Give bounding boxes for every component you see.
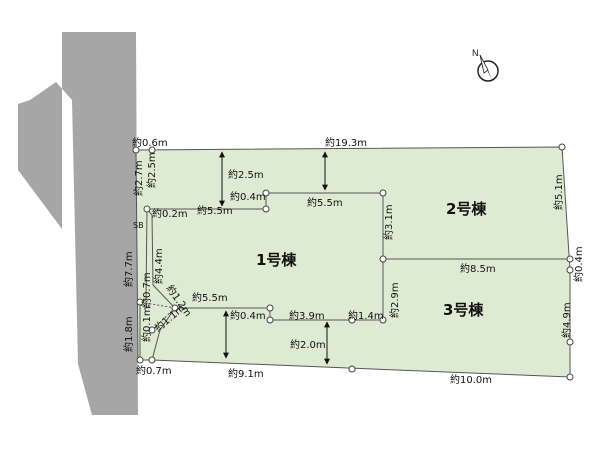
survey-point <box>148 326 156 334</box>
survey-point <box>262 189 270 197</box>
dim-bottom-0-7: 約0.7m <box>136 364 172 377</box>
survey-point <box>136 356 144 364</box>
dim-notch-0-4-bottom: 約0.4m <box>230 309 266 322</box>
dim-corner-0-7: 約0.7m <box>140 272 153 308</box>
survey-point <box>148 146 156 154</box>
dim-bottom-9-1: 約9.1m <box>228 367 264 380</box>
dim-top-5-5-right: 約5.5m <box>307 196 343 209</box>
survey-point <box>566 373 574 381</box>
survey-point <box>348 365 356 373</box>
dim-right-4-9: 約4.9m <box>560 302 573 338</box>
dim-top-0-2: 約0.2m <box>152 207 188 220</box>
building-1-label: 1号棟 <box>256 251 297 269</box>
dim-bottom-3-9: 約3.9m <box>289 309 325 322</box>
dim-left-1-8: 約1.8m <box>122 316 135 352</box>
dim-left-0-1: 約0.1m <box>140 306 153 342</box>
dim-bottom-5-5: 約5.5m <box>192 291 228 304</box>
survey-point <box>566 338 574 346</box>
survey-point <box>379 189 387 197</box>
dim-left-4-4: 約4.4m <box>152 248 165 284</box>
sb-label: SB <box>133 221 144 230</box>
building-3-label: 3号棟 <box>443 301 484 319</box>
survey-point <box>148 356 156 364</box>
survey-point <box>132 146 140 154</box>
compass-icon: N <box>472 48 499 82</box>
dim-bottom-1-4: 約1.4m <box>348 309 384 322</box>
dim-left-2-7: 約2.7m <box>132 160 145 196</box>
dim-left-2-5: 約2.5m <box>145 152 158 188</box>
survey-point <box>266 316 274 324</box>
road-shape <box>18 32 138 415</box>
dim-top-5-5-left: 約5.5m <box>197 204 233 217</box>
building-2-label: 2号棟 <box>446 200 487 218</box>
survey-point <box>143 205 151 213</box>
survey-point <box>379 316 387 324</box>
land-parcel <box>135 146 571 378</box>
dim-right-0-4: 約0.4m <box>572 246 585 282</box>
survey-point <box>379 255 387 263</box>
dim-gap-2-5: 約2.5m <box>228 168 264 181</box>
survey-point <box>266 304 274 312</box>
survey-point <box>136 298 144 306</box>
survey-points <box>132 143 574 381</box>
dim-mid-8-5: 約8.5m <box>460 262 496 275</box>
dim-top-19-3: 約19.3m <box>325 136 367 149</box>
survey-point <box>262 205 270 213</box>
dim-notch-0-4-top: 約0.4m <box>230 190 266 203</box>
survey-point <box>348 316 356 324</box>
survey-point <box>566 266 574 274</box>
survey-point <box>171 304 179 312</box>
dim-top-left-0-6: 約0.6m <box>132 136 168 149</box>
dimension-arrows <box>219 151 330 365</box>
dim-mid-2-9: 約2.9m <box>388 282 401 318</box>
dim-bottom-10-0: 約10.0m <box>450 373 492 386</box>
survey-point <box>566 255 574 263</box>
compass-north-label: N <box>472 48 479 58</box>
dim-left-7-7: 約7.7m <box>122 251 135 287</box>
dim-gap-2-0: 約2.0m <box>290 338 326 351</box>
dim-right-5-1: 約5.1m <box>552 174 565 210</box>
survey-point <box>558 143 566 151</box>
dim-mid-3-1: 約3.1m <box>382 204 395 240</box>
